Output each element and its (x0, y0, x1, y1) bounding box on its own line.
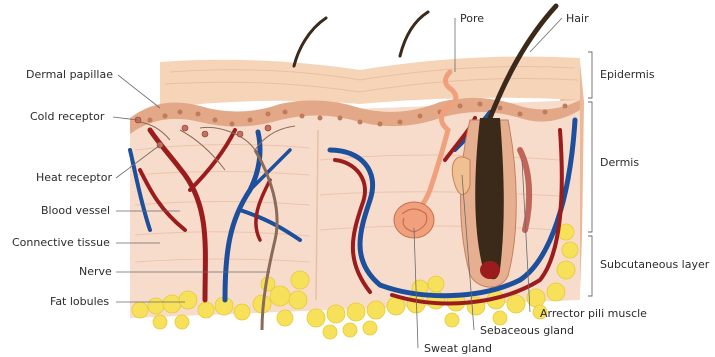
hair-bulb (480, 261, 500, 279)
layer-brackets (588, 52, 592, 296)
subcutaneous-bracket (588, 236, 592, 296)
label-hair: Hair (566, 12, 589, 25)
label-pore: Pore (460, 12, 484, 25)
label-cold-receptor: Cold receptor (30, 110, 105, 123)
label-connective-tissue: Connective tissue (12, 236, 110, 249)
label-dermis: Dermis (600, 156, 639, 169)
dermis-bracket (588, 102, 592, 232)
label-sebaceous-gland: Sebaceous gland (480, 324, 574, 337)
label-nerve: Nerve (79, 265, 112, 278)
hair-strand (400, 12, 428, 56)
label-arrector-pili-muscle: Arrector pili muscle (540, 307, 647, 320)
label-fat-lobules: Fat lobules (50, 295, 109, 308)
label-blood-vessel: Blood vessel (41, 204, 110, 217)
label-heat-receptor: Heat receptor (36, 171, 112, 184)
label-sweat-gland: Sweat gland (424, 342, 492, 355)
label-epidermis: Epidermis (600, 68, 655, 81)
hair-strand (294, 18, 326, 66)
epidermis-bracket (588, 52, 592, 98)
label-dermal-papillae: Dermal papillae (26, 68, 113, 81)
label-subcutaneous-layer: Subcutaneous layer (600, 258, 710, 271)
